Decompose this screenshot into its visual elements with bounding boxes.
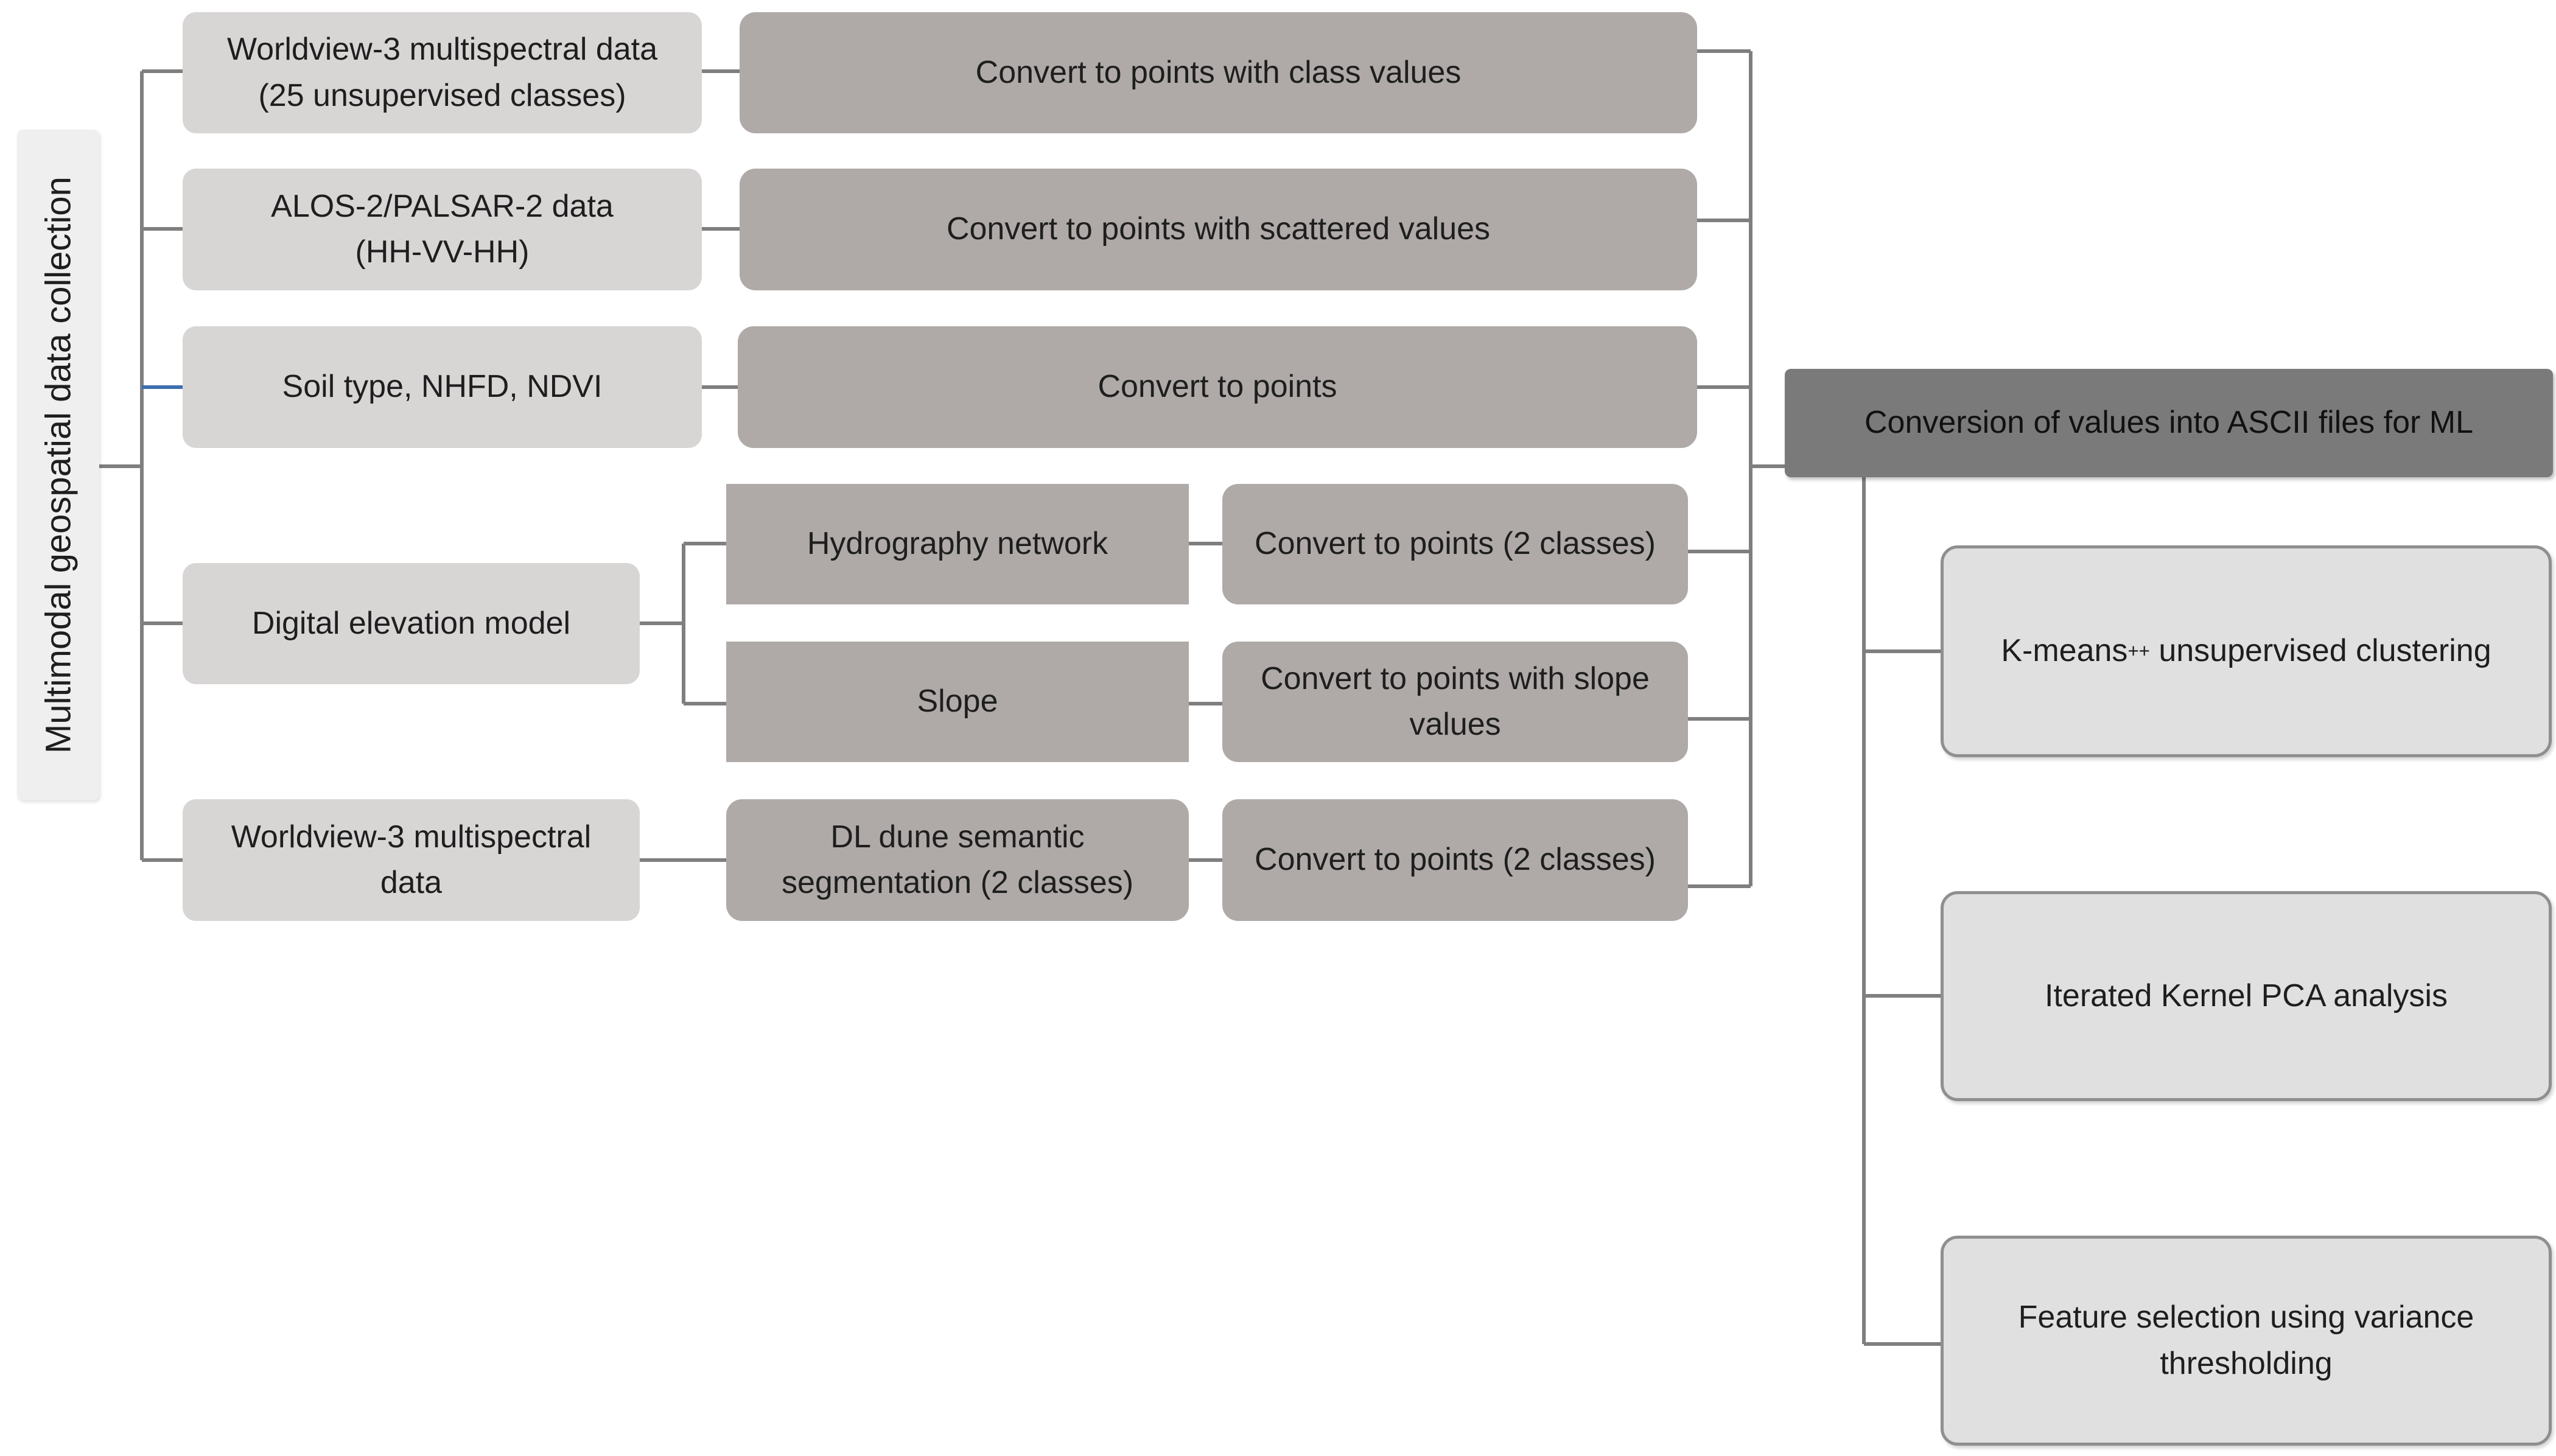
source-alos-palsar: ALOS-2/PALSAR-2 data (HH-VV-HH) — [183, 169, 702, 290]
source-digital-elevation-model: Digital elevation model — [183, 563, 640, 684]
slope: Slope — [726, 642, 1189, 762]
convert-class-values: Convert to points with class values — [740, 12, 1697, 133]
hydrography-network: Hydrography network — [726, 484, 1189, 604]
convert-scattered-values: Convert to points with scattered values — [740, 169, 1697, 290]
ascii-conversion: Conversion of values into ASCII files fo… — [1785, 369, 2553, 477]
convert-points-dl: Convert to points (2 classes) — [1222, 799, 1688, 921]
source-worldview3-classes: Worldview-3 multispectral data (25 unsup… — [183, 12, 702, 133]
kernel-pca-analysis: Iterated Kernel PCA analysis — [1941, 891, 2552, 1101]
feature-selection: Feature selection using variance thresho… — [1941, 1236, 2552, 1446]
kmeans-prefix: K-means — [2001, 633, 2128, 669]
data-collection-label-panel: Multimodal geospatial data collection — [17, 130, 99, 800]
convert-points-hydrography: Convert to points (2 classes) — [1222, 484, 1688, 604]
kmeans-superscript: ++ — [2127, 640, 2150, 662]
kmeans-suffix: unsupervised clustering — [2149, 633, 2491, 669]
convert-points: Convert to points — [738, 326, 1697, 448]
source-worldview3: Worldview-3 multispectral data — [183, 799, 640, 921]
data-collection-label: Multimodal geospatial data collection — [38, 177, 78, 754]
kmeans-clustering: K-means++ unsupervised clustering — [1941, 545, 2552, 757]
convert-slope-values: Convert to points with slope values — [1222, 642, 1688, 762]
dl-dune-segmentation: DL dune semantic segmentation (2 classes… — [726, 799, 1189, 921]
source-soil-nhfd-ndvi: Soil type, NHFD, NDVI — [183, 326, 702, 448]
